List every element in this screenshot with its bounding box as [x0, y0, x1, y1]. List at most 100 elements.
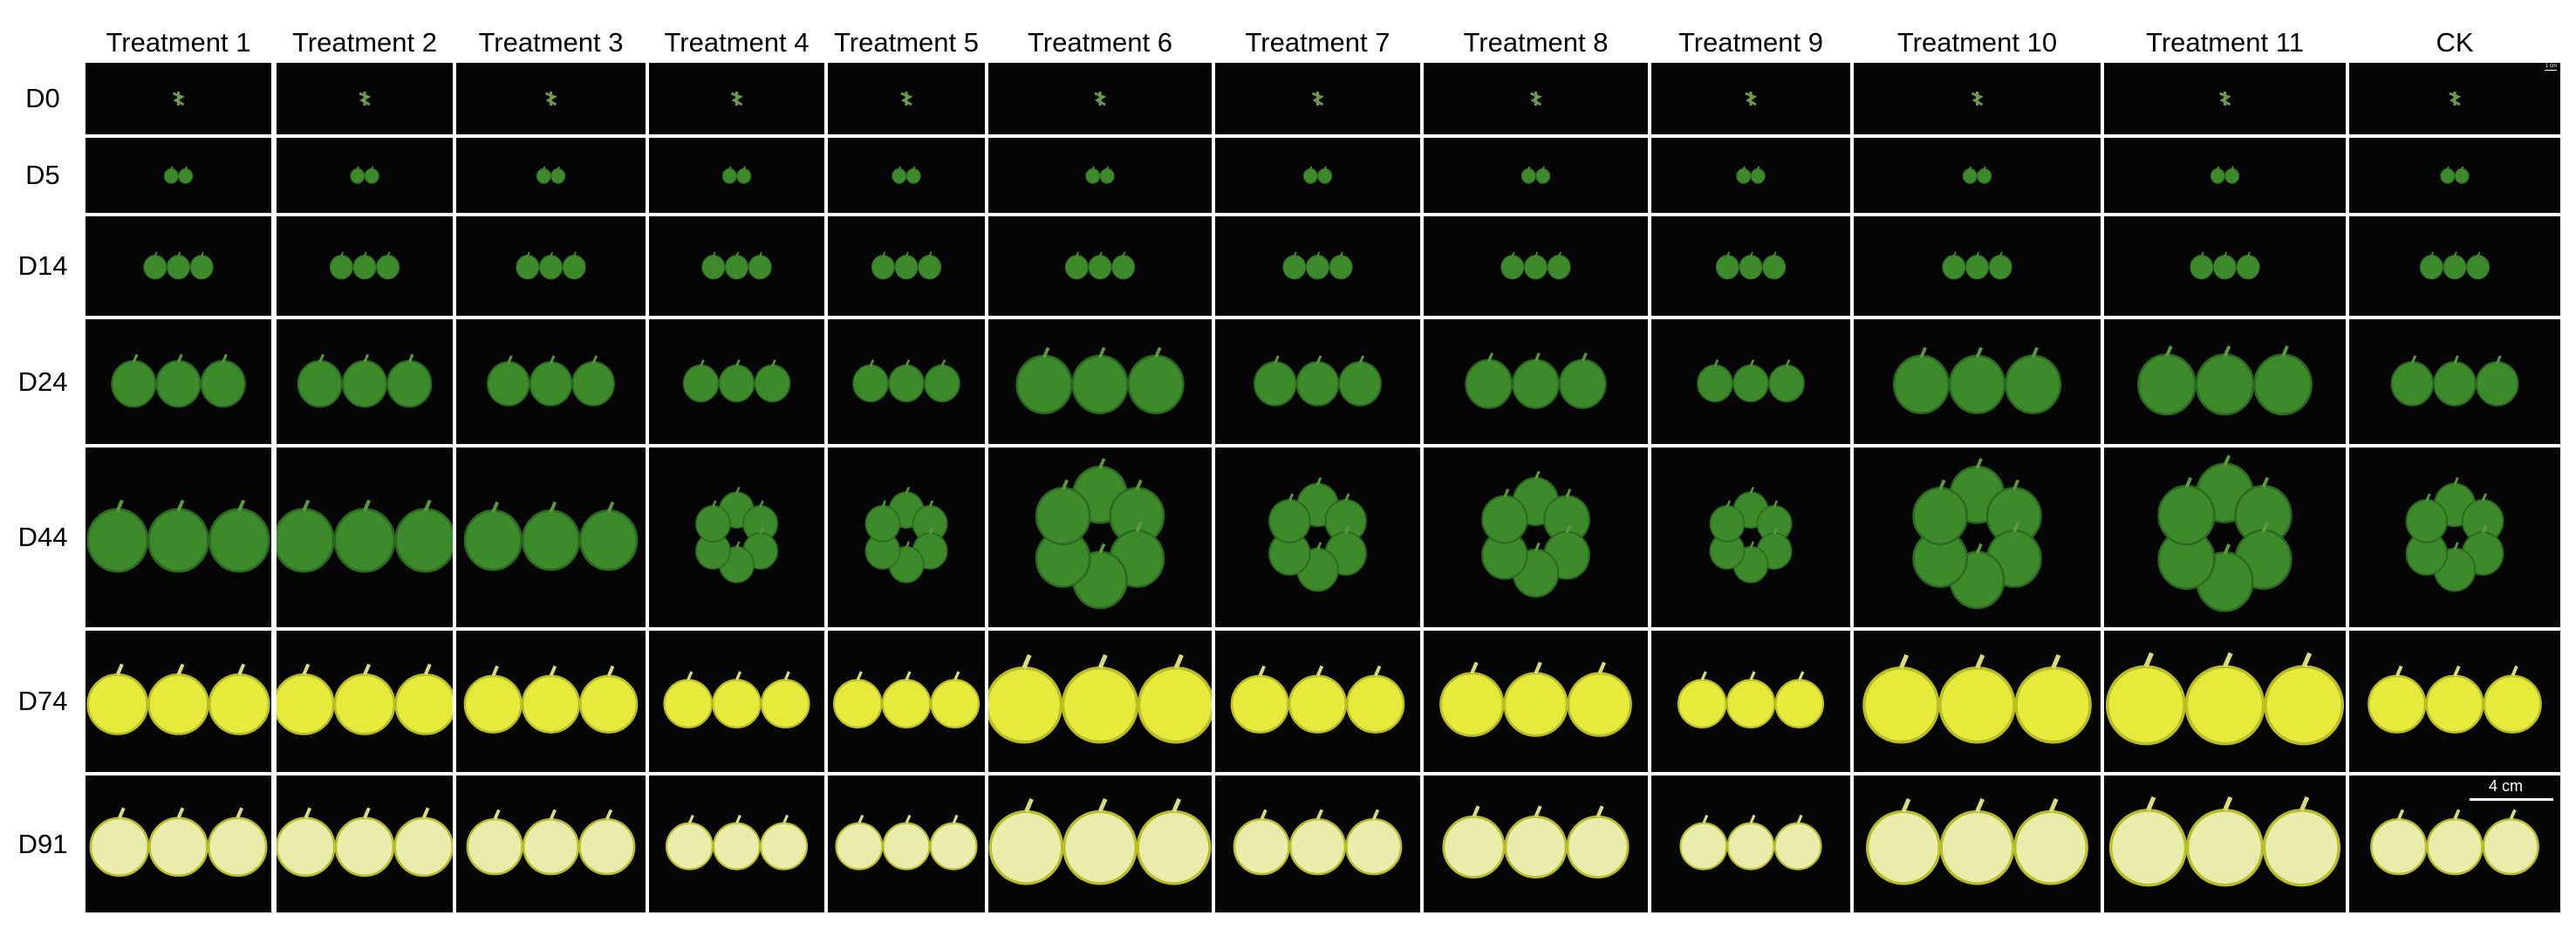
photo-cell	[277, 216, 453, 316]
berry-stem	[2223, 796, 2233, 811]
berry-stem	[357, 166, 359, 170]
grape-berry	[892, 167, 907, 184]
grape-berry	[521, 509, 581, 571]
berry-stem	[2299, 796, 2310, 811]
fruit-photo	[701, 251, 772, 280]
fruit-photo	[544, 92, 557, 106]
berry-stem	[1702, 814, 1709, 824]
fruit-photo	[466, 809, 636, 876]
fruit-photo	[359, 92, 372, 106]
berry-stem	[2301, 652, 2313, 668]
fruit-photo	[277, 499, 453, 573]
berry-stem	[573, 251, 577, 256]
photo-cell	[1854, 775, 2101, 912]
berry-stem	[2184, 476, 2193, 488]
grape-berry	[864, 505, 901, 543]
berry-stem	[2397, 809, 2405, 821]
grape-berry	[516, 255, 540, 280]
grape-berry	[1295, 360, 1340, 407]
berry-stem	[2224, 251, 2228, 256]
grape-berry	[2184, 665, 2265, 746]
grape-berry	[2014, 666, 2092, 744]
grape-berry	[148, 816, 208, 878]
berry-stem	[869, 359, 875, 366]
column-header: Treatment 5	[834, 27, 979, 58]
berry-stem	[1534, 542, 1541, 551]
photo-cell	[649, 319, 824, 444]
grape-berry	[536, 167, 551, 184]
berry-stem	[1098, 543, 1106, 554]
fruit-photo	[2405, 476, 2504, 592]
column-header: Treatment 2	[292, 27, 437, 58]
berry-stem	[606, 665, 615, 677]
fruit-photo	[1529, 92, 1542, 106]
photo-cell	[85, 138, 271, 213]
photo-cell	[2349, 216, 2560, 316]
grape-berry	[721, 167, 737, 184]
grape-berry	[521, 674, 581, 734]
photo-cell	[988, 63, 1212, 134]
berry-stem	[2481, 493, 2487, 502]
berry-stem	[2031, 346, 2039, 359]
flower-cluster	[1745, 92, 1758, 106]
grape-berry	[748, 255, 772, 280]
berry-stem	[1316, 355, 1322, 364]
berry-stem	[735, 251, 740, 256]
grape-berry	[2013, 810, 2088, 885]
berry-stem	[1785, 359, 1791, 366]
fruit-photo	[2370, 809, 2539, 876]
flower-cluster	[172, 92, 185, 106]
berry-stem	[1534, 470, 1541, 480]
berry-stem	[905, 671, 912, 681]
berry-stem	[1487, 352, 1494, 362]
scale-bar	[2470, 798, 2553, 801]
fruit-photo	[1233, 809, 1403, 876]
berry-stem	[1288, 493, 1295, 502]
fruit-photo	[1677, 671, 1825, 729]
grape-berry	[1015, 354, 1073, 414]
grape-berry	[376, 255, 400, 280]
photo-cell	[1424, 319, 1648, 444]
photo-cell	[1424, 631, 1648, 772]
berry-stem	[1258, 665, 1266, 677]
grape-berry	[2157, 484, 2216, 546]
grape-berry	[2262, 809, 2341, 887]
fruit-photo	[1866, 797, 2088, 885]
photo-cell	[1854, 448, 2101, 627]
grape-berry	[579, 674, 639, 734]
grape-berry	[736, 167, 752, 184]
berry-stem	[363, 499, 371, 512]
grape-berry	[1750, 167, 1766, 184]
fruit-photo	[2157, 454, 2292, 612]
berry-stem	[952, 814, 959, 824]
grape-berry	[1739, 255, 1763, 280]
photo-cell	[2104, 138, 2346, 213]
fruit-photo	[2449, 92, 2462, 106]
grape-berry	[2185, 809, 2265, 887]
photo-cell	[456, 319, 646, 444]
berry-stem	[899, 166, 901, 170]
berry-stem	[1953, 251, 1957, 256]
fruit-photo	[1481, 470, 1590, 598]
photo-cell	[828, 631, 985, 772]
grape-berry	[1504, 815, 1568, 879]
photo-cell	[277, 631, 453, 772]
row-header: D74	[17, 686, 68, 716]
column-header: Treatment 8	[1463, 27, 1609, 58]
grape-berry	[277, 816, 336, 878]
berry-stem	[1542, 166, 1545, 170]
photo-cell	[456, 63, 646, 134]
berry-stem	[1581, 352, 1588, 362]
berry-stem	[1919, 346, 1927, 359]
fruit-photo	[2137, 345, 2313, 416]
photo-cell	[277, 448, 453, 627]
berry-stem	[236, 807, 243, 819]
grape-berry	[1088, 255, 1112, 280]
grape-berry	[578, 818, 636, 876]
grape-berry	[832, 679, 883, 729]
fruit-photo	[1268, 476, 1367, 592]
berry-stem	[2048, 797, 2059, 813]
grape-berry	[1061, 666, 1139, 744]
grape-berry	[571, 360, 615, 407]
berry-stem	[735, 541, 741, 549]
